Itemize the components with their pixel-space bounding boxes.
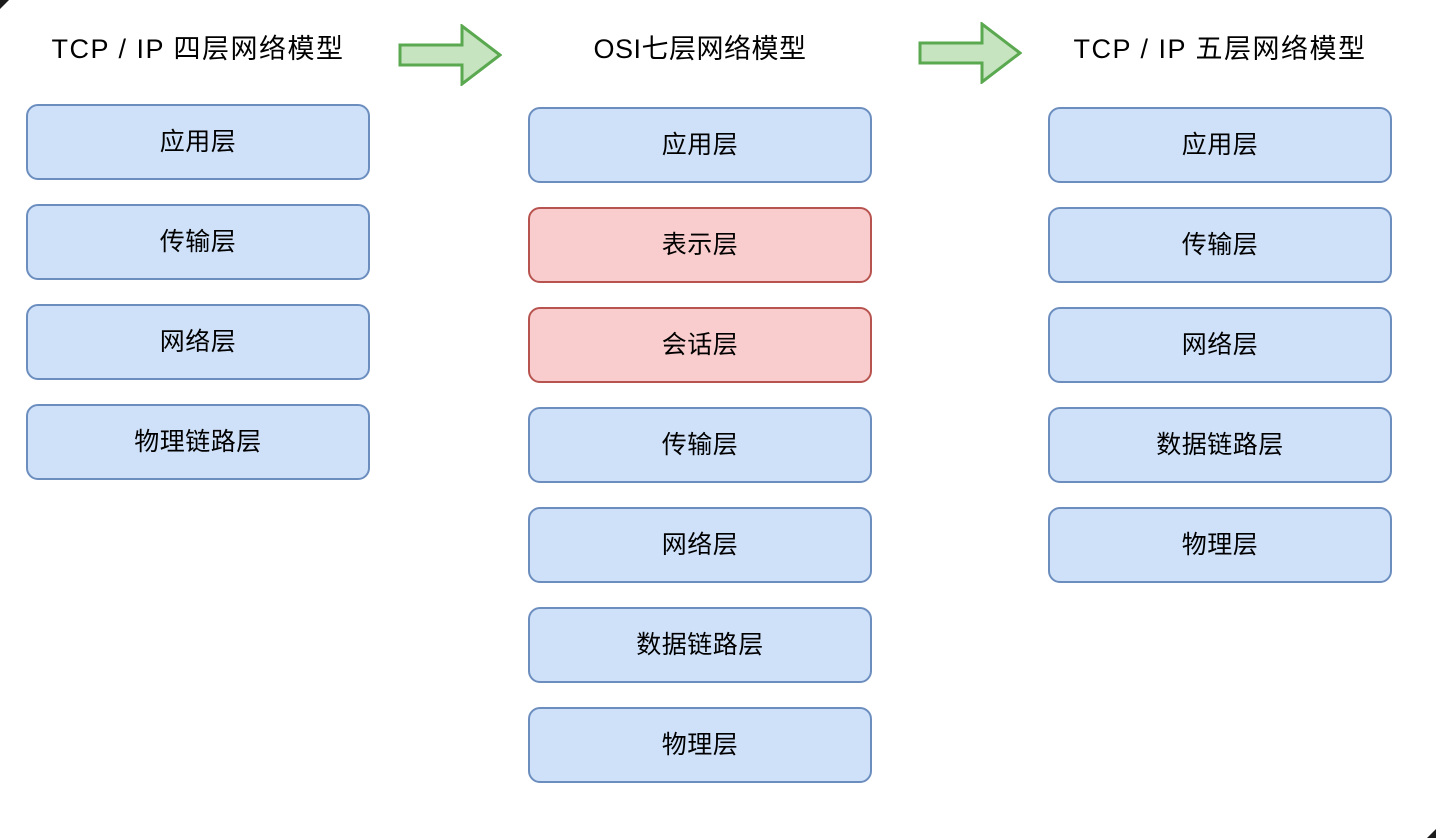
right-arrow-icon xyxy=(398,24,502,86)
layer-box[interactable]: 网络层 xyxy=(528,507,872,583)
layer-box[interactable]: 网络层 xyxy=(26,304,370,380)
layer-box[interactable]: 应用层 xyxy=(1048,107,1392,183)
layer-box[interactable]: 物理链路层 xyxy=(26,404,370,480)
layer-box[interactable]: 物理层 xyxy=(1048,507,1392,583)
corner-artifact-bottom-right xyxy=(1427,829,1436,838)
layer-box[interactable]: 传输层 xyxy=(1048,207,1392,283)
layer-box[interactable]: 传输层 xyxy=(528,407,872,483)
column-title-tcpip-four-layer: TCP / IP 四层网络模型 xyxy=(51,34,345,64)
layer-box[interactable]: 数据链路层 xyxy=(1048,407,1392,483)
layer-box[interactable]: 传输层 xyxy=(26,204,370,280)
right-arrow-icon xyxy=(918,22,1022,84)
corner-artifact-top-left xyxy=(0,0,9,9)
layer-box[interactable]: 网络层 xyxy=(1048,307,1392,383)
layer-stack-tcpip-five-layer: 应用层 传输层 网络层 数据链路层 物理层 xyxy=(1048,107,1392,607)
layer-box[interactable]: 应用层 xyxy=(528,107,872,183)
layer-stack-tcpip-four-layer: 应用层 传输层 网络层 物理链路层 xyxy=(26,104,370,504)
column-title-tcpip-five-layer: TCP / IP 五层网络模型 xyxy=(1073,34,1367,64)
column-title-osi-seven-layer: OSI七层网络模型 xyxy=(593,34,807,64)
layer-box[interactable]: 应用层 xyxy=(26,104,370,180)
layer-box[interactable]: 表示层 xyxy=(528,207,872,283)
layer-box[interactable]: 物理层 xyxy=(528,707,872,783)
layer-box[interactable]: 会话层 xyxy=(528,307,872,383)
layer-box[interactable]: 数据链路层 xyxy=(528,607,872,683)
layer-stack-osi-seven-layer: 应用层 表示层 会话层 传输层 网络层 数据链路层 物理层 xyxy=(528,107,872,807)
